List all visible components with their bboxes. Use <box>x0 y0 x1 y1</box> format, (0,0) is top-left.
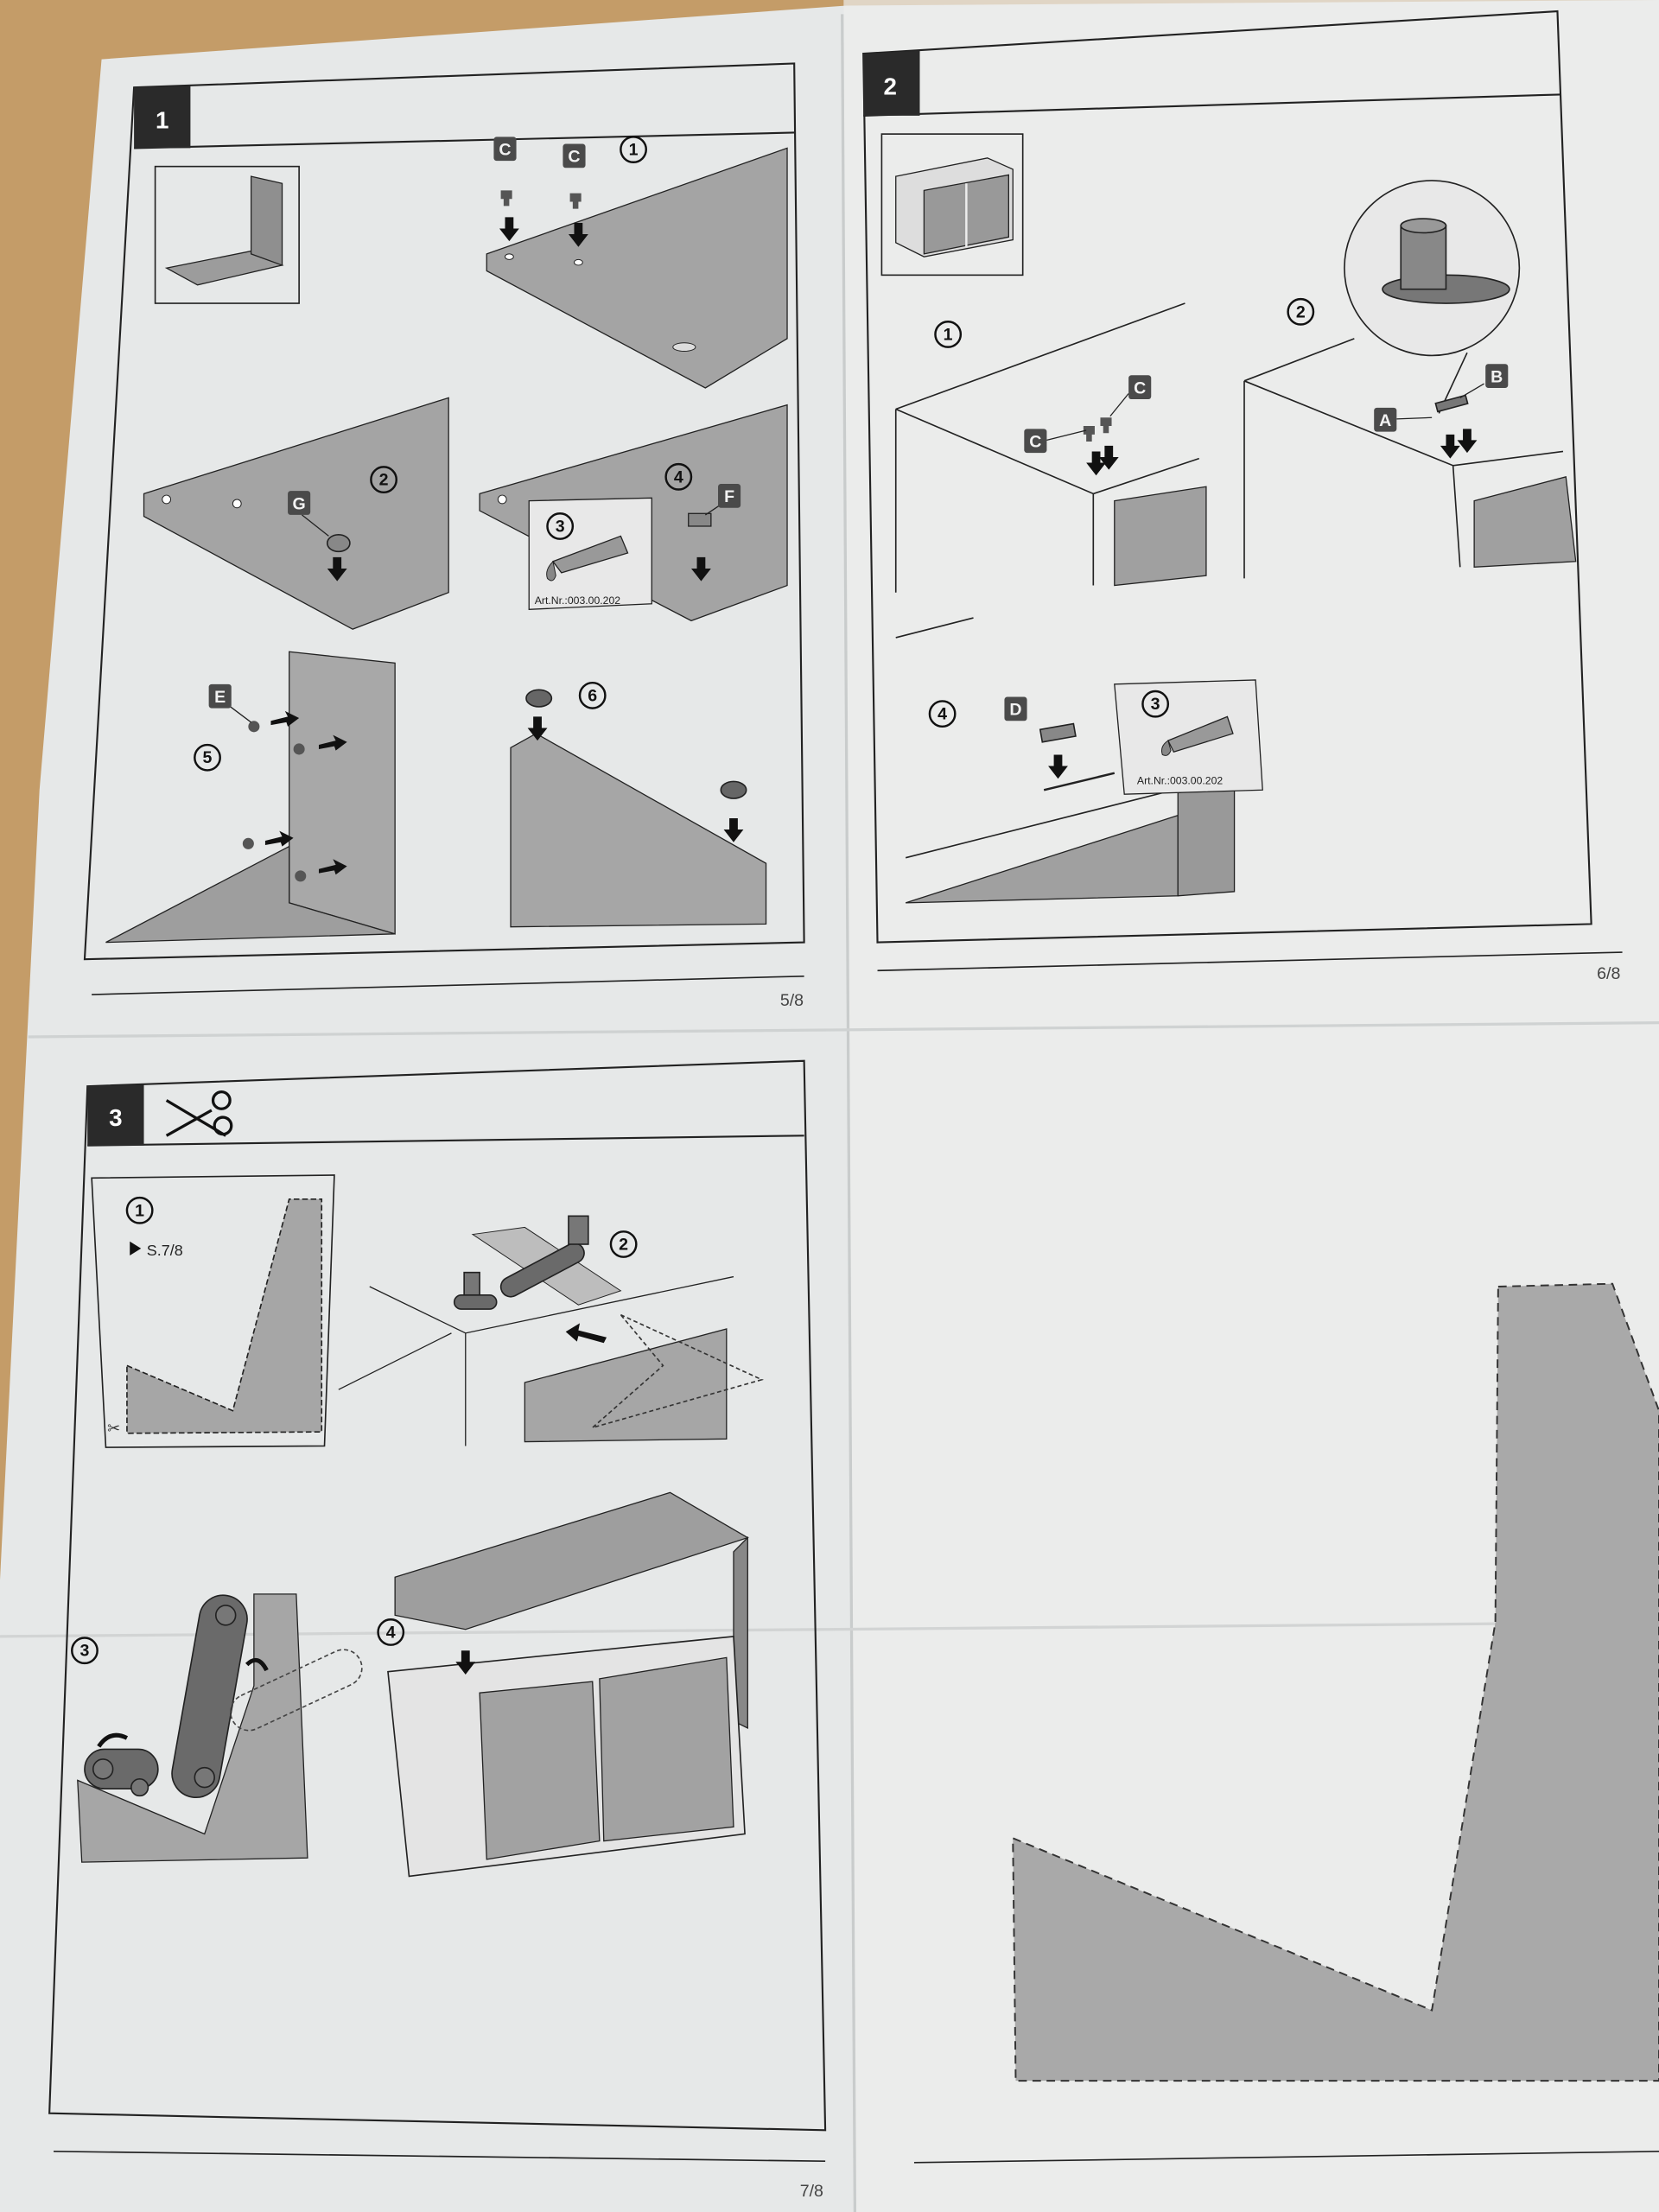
substep-2: 2 <box>609 1230 638 1258</box>
substep-4: 4 <box>928 700 957 728</box>
svg-text:4: 4 <box>674 467 683 486</box>
svg-text:C: C <box>1134 379 1146 398</box>
svg-text:2: 2 <box>1296 302 1306 321</box>
svg-text:1: 1 <box>629 141 639 160</box>
svg-text:✂: ✂ <box>107 1420 120 1437</box>
substep-3: 3 <box>546 512 575 540</box>
substep-1: 1 <box>125 1196 154 1224</box>
step-number-box <box>863 50 920 116</box>
substep-3: 3 <box>71 1637 99 1665</box>
panel-step-3: 3 ✂ S.7/8 1 <box>48 1059 827 2201</box>
svg-text:E: E <box>214 688 226 707</box>
part-badge-f: F <box>718 484 741 508</box>
part-badge-c: C <box>563 143 586 168</box>
part-badge-d: D <box>1004 696 1027 721</box>
svg-text:6: 6 <box>588 686 597 705</box>
part-badge-c: C <box>493 137 517 162</box>
part-badge-c: C <box>1024 429 1047 454</box>
substep-4: 4 <box>377 1618 405 1646</box>
part-badge-b: B <box>1485 364 1509 388</box>
step-number-box <box>87 1084 144 1146</box>
substep-1: 1 <box>620 136 647 163</box>
step-number-box <box>134 86 191 149</box>
fold-line <box>28 1021 1659 1039</box>
substep-3: 3 <box>1141 690 1170 718</box>
svg-text:3: 3 <box>80 1642 90 1661</box>
part-badge-a: A <box>1374 407 1397 432</box>
svg-text:A: A <box>1379 411 1391 430</box>
substep-4: 4 <box>664 462 693 491</box>
fold-line <box>841 14 857 2212</box>
svg-text:F: F <box>724 487 734 506</box>
scissors-icon <box>165 1090 233 1137</box>
svg-text:5: 5 <box>203 748 213 767</box>
svg-text:D: D <box>1009 701 1021 720</box>
svg-text:3: 3 <box>556 518 565 537</box>
page-number: 6/8 <box>1597 964 1620 983</box>
part-badge-c: C <box>1128 375 1152 400</box>
part-badge-g: G <box>288 491 311 515</box>
cutting-template <box>1012 1282 1659 2082</box>
panel-step-1: 1 Art.Nr.:003.00.202 <box>83 62 805 1010</box>
step-number: 1 <box>156 107 168 134</box>
page-number: 5/8 <box>780 991 804 1010</box>
step-number: 2 <box>883 73 896 99</box>
substep-1: 1 <box>934 321 963 348</box>
svg-text:4: 4 <box>938 705 947 724</box>
svg-text:C: C <box>568 148 580 167</box>
svg-text:C: C <box>1029 433 1041 452</box>
shelf-board <box>486 147 788 389</box>
svg-text:C: C <box>499 141 511 160</box>
glue-article-number: Art.Nr.:003.00.202 <box>1137 775 1223 787</box>
page-number: 7/8 <box>800 2182 823 2201</box>
page-reference: S.7/8 <box>147 1242 183 1259</box>
svg-text:1: 1 <box>944 325 953 344</box>
substep-6: 6 <box>578 681 607 709</box>
step-number: 3 <box>109 1104 122 1131</box>
svg-text:1: 1 <box>135 1201 144 1220</box>
svg-text:2: 2 <box>619 1236 628 1255</box>
panel-step-2: 2 Art.Nr.:003.00.202 C C <box>862 10 1623 983</box>
svg-text:B: B <box>1491 367 1503 386</box>
overview-thumbnail <box>154 165 300 304</box>
svg-text:G: G <box>293 494 306 513</box>
glue-article-number: Art.Nr.:003.00.202 <box>535 594 620 607</box>
svg-text:2: 2 <box>379 471 389 490</box>
substep-2: 2 <box>370 466 397 494</box>
part-badge-e: E <box>208 683 232 709</box>
substep-5: 5 <box>194 743 221 772</box>
svg-text:4: 4 <box>386 1624 396 1643</box>
substep-2: 2 <box>1287 297 1315 326</box>
overview-thumbnail <box>880 133 1024 276</box>
svg-text:3: 3 <box>1151 695 1160 714</box>
